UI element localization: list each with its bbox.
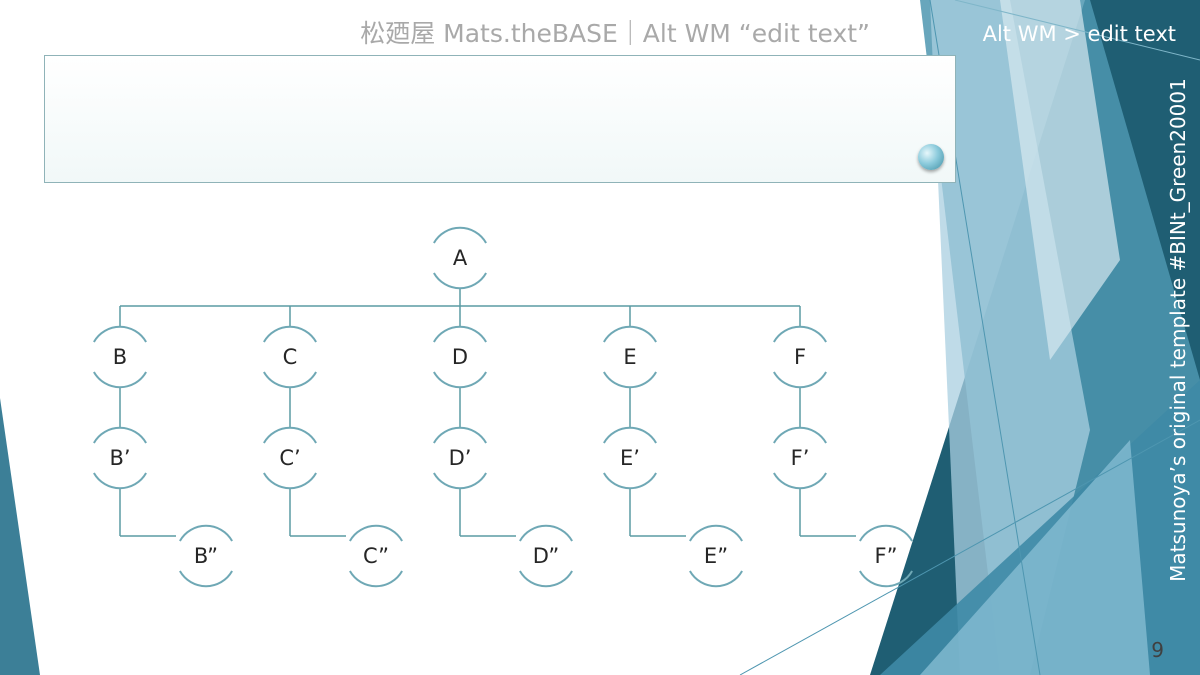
bg-panel-pale [1000, 0, 1120, 360]
bg-line [954, 0, 1200, 61]
node-label: E’ [620, 446, 640, 470]
node-arc [773, 426, 827, 490]
node-label: C’ [279, 446, 300, 470]
node-arc [93, 325, 147, 389]
node-label: B’ [109, 446, 130, 470]
section-label: Alt WM > edit text [982, 22, 1176, 46]
node-label: E [623, 345, 636, 369]
node-arc [603, 426, 657, 490]
node-arc [263, 426, 317, 490]
node-label: A [453, 246, 468, 270]
node-arc [773, 325, 827, 389]
bg-line [739, 419, 1200, 675]
node-arc [433, 325, 487, 389]
orb-icon [918, 144, 944, 170]
node-label: D [452, 345, 468, 369]
bg-panel-light [930, 0, 1090, 675]
node-label: D” [533, 544, 560, 568]
node-arc [433, 226, 487, 290]
page-title: 松廼屋 Mats.theBASE｜Alt WM “edit text” [360, 19, 870, 48]
node-arc [689, 524, 743, 588]
text-placeholder-box[interactable] [44, 55, 956, 183]
node-label: F’ [791, 446, 810, 470]
bg-left-accent [0, 398, 40, 675]
node-label: E” [704, 544, 728, 568]
node-arc [433, 426, 487, 490]
node-arc [349, 524, 403, 588]
node-label: C [283, 345, 298, 369]
node-arc [603, 325, 657, 389]
node-label: B [113, 345, 127, 369]
node-arc [179, 524, 233, 588]
node-label: F [794, 345, 806, 369]
node-label: B” [194, 544, 218, 568]
page-number: 9 [1151, 638, 1164, 662]
node-arc [93, 426, 147, 490]
node-arc [263, 325, 317, 389]
node-arc [859, 524, 913, 588]
node-arc [519, 524, 573, 588]
node-label: C” [363, 544, 389, 568]
bg-panel-lower-light [920, 440, 1150, 675]
node-label: D’ [449, 446, 472, 470]
node-label: F” [875, 544, 898, 568]
